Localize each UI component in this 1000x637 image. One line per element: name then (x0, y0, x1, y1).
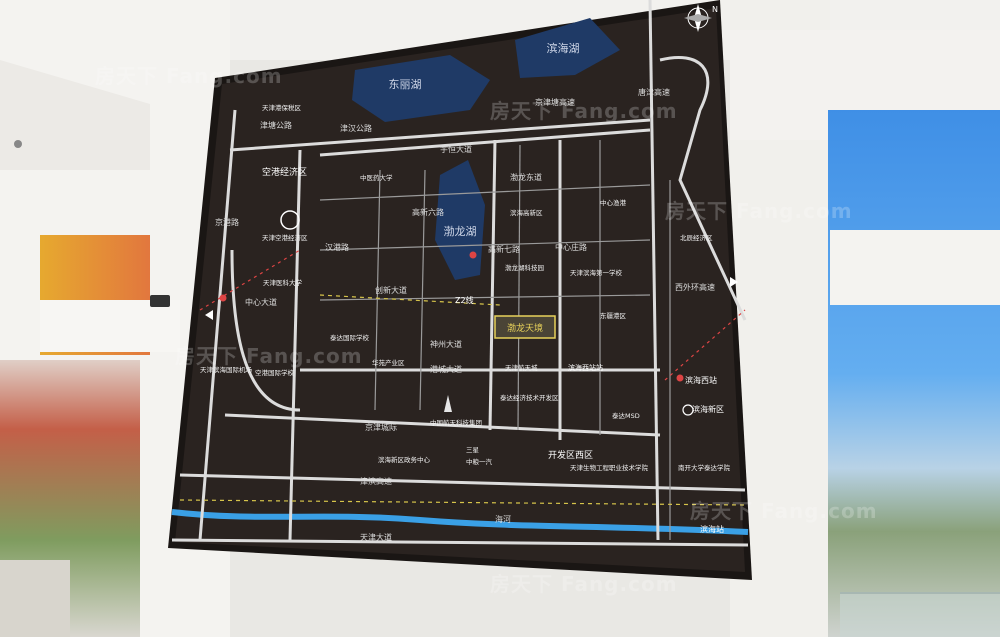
binhai-west-label: 滨海西站 (685, 375, 717, 385)
rail-lines (179, 294, 746, 506)
left-shelf (40, 300, 180, 352)
project-marker (494, 315, 556, 339)
road-label-jinghai: 京津塘高速 (535, 97, 575, 107)
road-label-gangcheng: 港城大道 (430, 364, 462, 374)
poi-label: 渤龙湖科技园 (505, 263, 544, 272)
watermark-logo: 房天下 Fang.com (490, 99, 678, 123)
watermark-logo: 房天下 Fang.com (690, 499, 878, 523)
road-network (171, 0, 749, 547)
rail-station-label: 滨海西站站 (568, 363, 603, 372)
watermark-logo: 房天下 Fang.com (95, 64, 283, 88)
road-label-bohai-east: 渤龙东道 (510, 172, 542, 182)
poi-label: 东疆港区 (600, 311, 627, 320)
metro-stop-icon (469, 251, 477, 259)
dongli-lake (352, 55, 490, 122)
binhai-zone-label: 滨海新区 (692, 404, 724, 414)
road-label-z2: Z2线 (455, 295, 474, 305)
poi-label: 北辰经济区 (680, 233, 713, 242)
road-label-zhongxinzhuang: 中心庄路 (555, 242, 587, 252)
poi-label: 天津滨海第一学校 (570, 268, 623, 277)
poi-label: 泰达国际学校 (330, 333, 370, 342)
road-label-gaoxin-qi: 高新七路 (488, 244, 520, 254)
binhai-lake (515, 18, 620, 78)
compass-icon (684, 4, 712, 32)
road-label-jingang: 京港路 (215, 217, 239, 227)
road-label-jinhan: 津汉公路 (340, 123, 372, 133)
rocket-icon (444, 395, 452, 412)
glass-display-case (840, 592, 1000, 637)
right-window (828, 110, 1000, 637)
poi-label: 天津滨海国际机场 (200, 365, 253, 374)
train-station-icon (682, 404, 694, 416)
metro-stop-icon (219, 294, 227, 302)
poi-label: 滨海新区政务中心 (378, 455, 431, 464)
project-label: 渤龙天境 (507, 322, 543, 334)
binhai-station-label: 滨海站 (700, 524, 724, 534)
minor-roads (319, 140, 671, 540)
arrow-right-icon (730, 277, 738, 287)
binhai-lake-label: 滨海湖 (547, 41, 580, 55)
watermark-logo: 房天下 Fang.com (490, 572, 678, 596)
poi-label: 天津空港经济区 (262, 233, 308, 242)
road-label-yuzhou: 宇恒大道 (440, 144, 472, 154)
metro-stop-icon (676, 374, 684, 382)
airport-logo-icon (280, 210, 300, 230)
konggang-label: 空港经济区 (262, 166, 307, 178)
bohai-long-lake (435, 160, 485, 280)
poi-label: 中粮一汽 (466, 457, 493, 466)
watermark-logo: 房天下 Fang.com (665, 199, 853, 223)
poi-label: 天津医科大学 (263, 278, 303, 287)
river-label-haihe: 海河 (495, 514, 511, 524)
dongli-lake-label: 东丽湖 (389, 78, 422, 91)
poi-label: 泰达经济技术开发区 (500, 393, 559, 402)
poi-label: 天津生物工程职业技术学院 (570, 463, 649, 472)
poi-label: 三星 (466, 446, 480, 454)
road-label-jintang: 津塘公路 (260, 120, 292, 130)
poi-label: 南开大学泰达学院 (678, 463, 731, 472)
road-label-hanhong: 汉港路 (325, 242, 349, 252)
poi-label: 空港国际学校 (255, 368, 295, 377)
haihe-river (171, 509, 749, 535)
road-label-shenzhou: 神州大道 (430, 339, 462, 349)
arrow-left-icon (205, 310, 213, 320)
poi-label: 滨海高新区 (510, 208, 543, 217)
road-label-zhongxin: 中心大道 (245, 297, 277, 307)
road-label-gaoxin-liu: 高新六路 (412, 207, 444, 217)
sand-table-counter (0, 560, 70, 637)
poi-label: 中医药大学 (360, 173, 393, 182)
ceiling-light-icon (14, 140, 22, 148)
poi-label: 天津航天城 (505, 363, 538, 372)
poi-label: 中心渔港 (600, 198, 627, 207)
right-shelf (830, 230, 1000, 305)
poi-label: 中国航天科技集团 (430, 418, 482, 427)
watermark-logo: 房天下 Fang.com (175, 344, 363, 368)
road-label-jingjin: 京津城际 (365, 422, 397, 432)
road-label-tangcheng: 唐津高速 (638, 87, 670, 97)
poi-label: 天津港保税区 (262, 103, 302, 112)
compass-label: N (712, 5, 718, 14)
road-label-xiwai: 西外环高速 (675, 282, 715, 292)
poi-labels: 天津港保税区 天津空港经济区 中医药大学 空港国际学校 天津医科大学 滨海高新区… (200, 103, 731, 472)
security-camera-icon (150, 295, 170, 307)
road-label-tianjin-dadao: 天津大道 (360, 532, 392, 542)
kaifa-label: 开发区西区 (548, 449, 593, 461)
metro-line (199, 249, 746, 381)
bohai-lake-label: 渤龙湖 (444, 225, 477, 238)
poi-label: 华苑产业区 (372, 358, 405, 367)
poi-label: 泰达MSD (612, 411, 640, 420)
road-label-chuangxin: 创新大道 (375, 285, 407, 295)
road-label-jinbin: 津滨高速 (360, 476, 392, 486)
